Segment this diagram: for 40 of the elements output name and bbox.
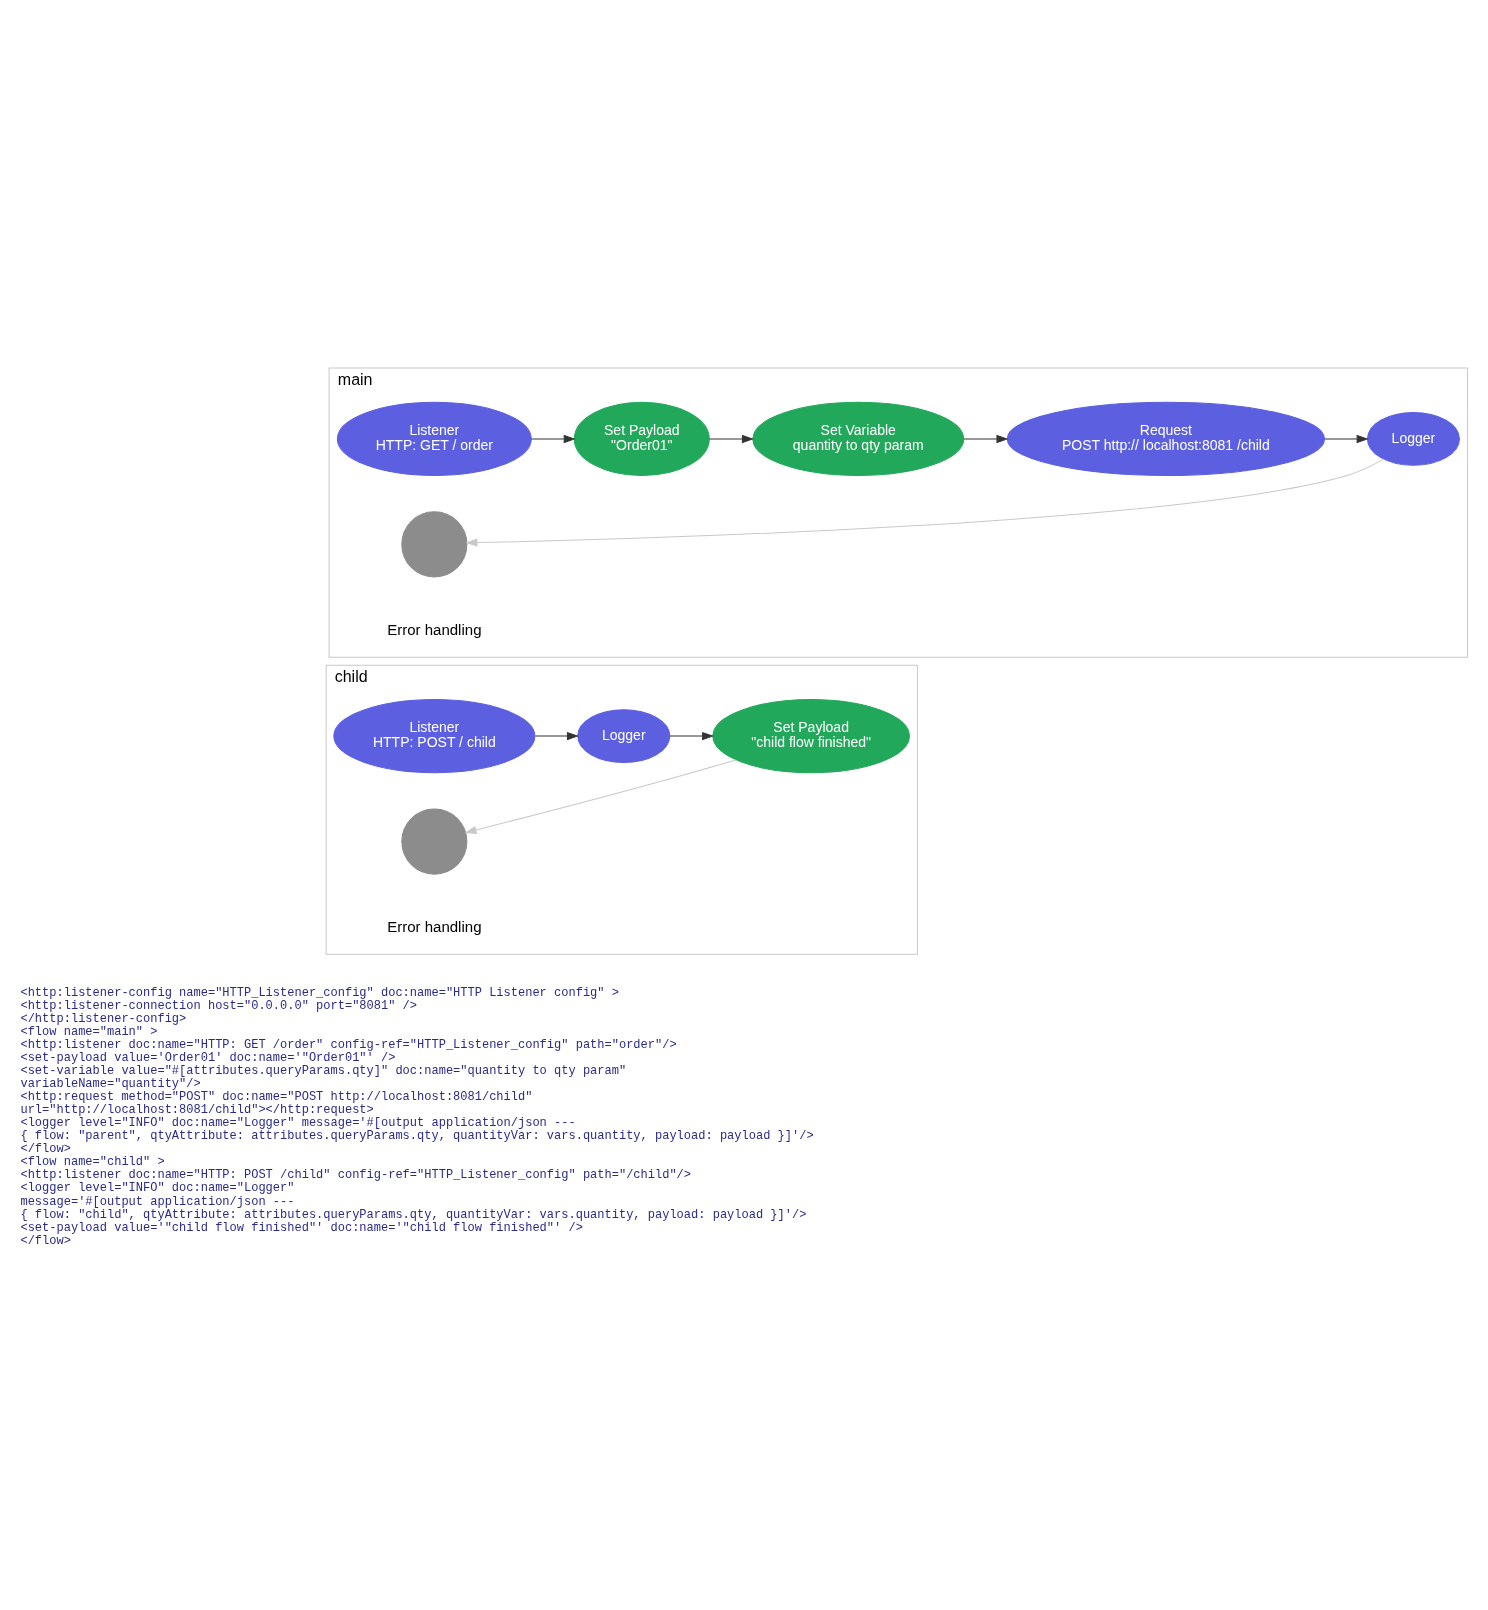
label: </flow> [20,1233,71,1248]
label: </http:listener-config> [20,1011,187,1026]
label: Error handling [387,917,482,935]
arrow [465,758,737,834]
label: variableName="quantity"/> [20,1076,201,1091]
node-circle [401,808,468,875]
arrow [531,434,575,443]
arrow [1324,434,1368,443]
label: <set-variable value="#[attributes.queryParams.qty]" doc:name="quantity to qty param" [20,1063,627,1078]
label: Error handling [387,620,482,638]
label: <flow name="child" > [20,1154,165,1169]
label: <set-payload value='Order01' doc:name='"Order01"' /> [20,1050,396,1065]
label: <http:listener doc:name="HTTP: GET /order" config-ref="HTTP_Listener_config" path="order"/> [20,1037,677,1052]
node-ellipse: Set Payload "Order01" [573,401,710,476]
label: { flow: "parent", qtyAttribute: attributes.queryParams.qty, quantityVar: vars.quantity, payload: payload }]'/> [20,1128,814,1143]
node-ellipse: Request POST http:// localhost:8081 /child [1006,401,1325,476]
arrow [708,434,753,443]
arrow [963,434,1008,443]
label: <set-payload value='"child flow finished"' doc:name='"child flow finished"' /> [20,1220,583,1235]
label: <logger level="INFO" doc:name="Logger" message='#[output application/json --- [20,1115,576,1130]
label: <http:request method="POST" doc:name="POST http://localhost:8081/child" [20,1089,533,1104]
label: </flow> [20,1141,71,1156]
label: { flow: "child", qtyAttribute: attributes.queryParams.qty, quantityVar: vars.quantity, payload: payload }]'/> [20,1207,807,1222]
node-ellipse: Listener HTTP: GET / order [336,401,532,476]
arrow [669,731,714,740]
label: url="http://localhost:8081/child"></http:request> [20,1102,374,1117]
label: <flow name="main" > [20,1024,158,1039]
label: <http:listener doc:name="HTTP: POST /child" config-ref="HTTP_Listener_config" path="/child"/> [20,1167,692,1182]
label: message='#[output application/json --- [20,1193,295,1208]
label: <http:listener-connection host="0.0.0.0" port="8081" /> [20,998,418,1013]
label: <http:listener-config name="HTTP_Listener_config" doc:name="HTTP Listener config" > [20,985,619,1000]
node-ellipse: Set Payload "child flow finished" [712,698,910,773]
node-ellipse: Logger [577,708,671,763]
node-ellipse: Logger [1366,411,1460,466]
node-ellipse: Set Variable quantity to qty param [752,401,965,476]
node-ellipse: Listener HTTP: POST / child [333,698,536,773]
node-circle [401,510,468,577]
label: <logger level="INFO" doc:name="Logger" [20,1180,295,1195]
arrow [466,458,1385,547]
arrow [534,731,578,740]
